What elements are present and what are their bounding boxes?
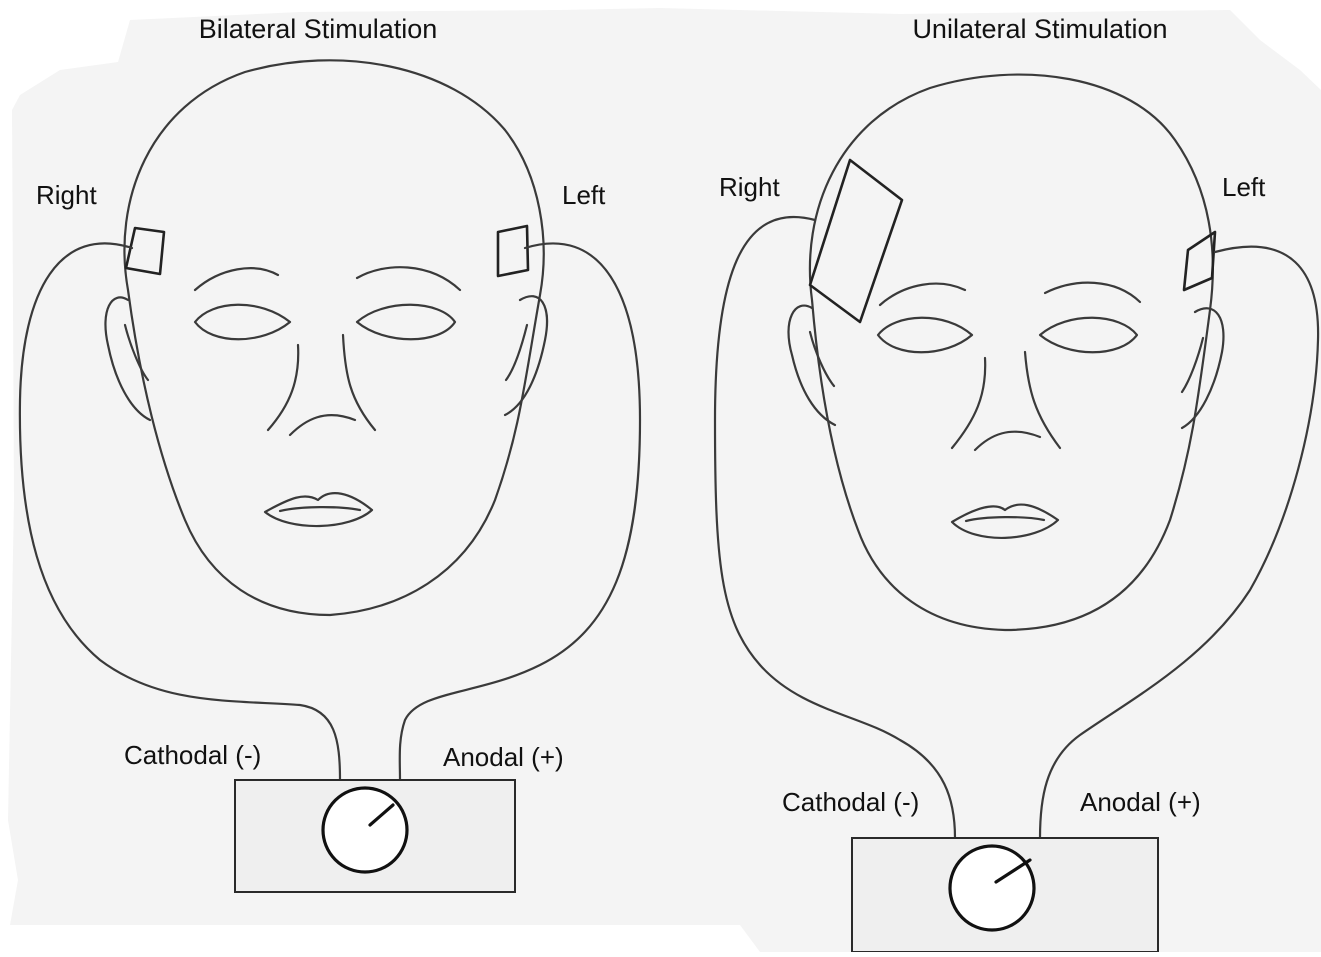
left-side-label: Left	[1222, 172, 1266, 202]
cathodal-label: Cathodal (-)	[124, 740, 261, 770]
stimulator-dial	[323, 788, 407, 872]
stimulator-dial	[950, 846, 1034, 930]
panel-title: Bilateral Stimulation	[199, 14, 438, 44]
right-side-label: Right	[36, 180, 97, 210]
anodal-label: Anodal (+)	[1080, 787, 1201, 817]
anodal-label: Anodal (+)	[443, 742, 564, 772]
right-side-label: Right	[719, 172, 780, 202]
cathodal-label: Cathodal (-)	[782, 787, 919, 817]
panel-title: Unilateral Stimulation	[912, 14, 1167, 44]
left-side-label: Left	[562, 180, 606, 210]
